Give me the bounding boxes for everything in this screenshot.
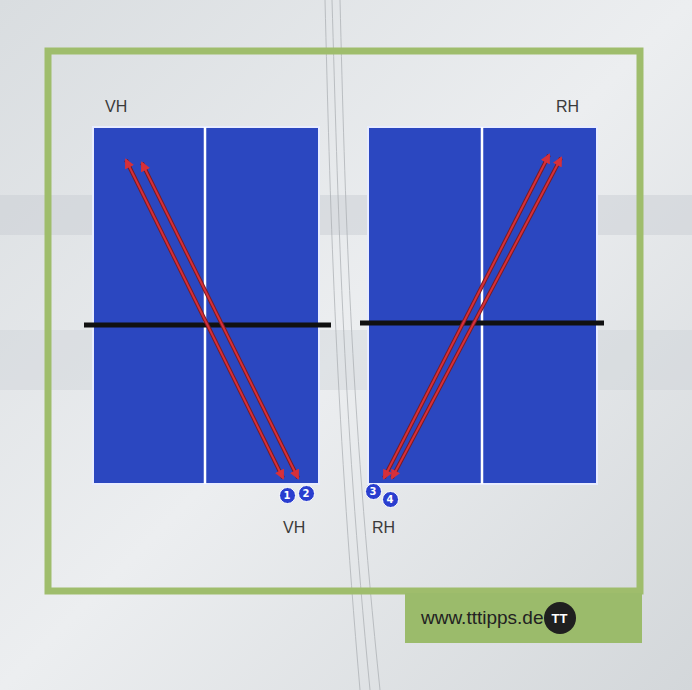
callout-number: 4 bbox=[387, 494, 394, 505]
table-half bbox=[93, 127, 319, 484]
side-label: VH bbox=[283, 519, 305, 537]
ball-path bbox=[126, 155, 561, 478]
logo-circle: TT bbox=[544, 602, 576, 634]
callout-circle: 4 bbox=[382, 491, 399, 508]
url-band: www.tttipps.de TT bbox=[405, 593, 642, 643]
url-text: www.tttipps.de bbox=[421, 607, 544, 629]
logo-text: TT bbox=[552, 611, 568, 626]
side-label: RH bbox=[556, 98, 579, 116]
side-label: RH bbox=[372, 519, 395, 537]
side-label: VH bbox=[105, 98, 127, 116]
table-half bbox=[368, 127, 597, 484]
callout-number: 3 bbox=[370, 486, 377, 497]
ball-path-outline bbox=[126, 155, 561, 478]
frame bbox=[48, 51, 640, 591]
callout-circle: 2 bbox=[298, 485, 315, 502]
callout-circle: 1 bbox=[279, 487, 296, 504]
callout-circle: 3 bbox=[365, 483, 382, 500]
callout-number: 2 bbox=[303, 488, 310, 499]
center-line bbox=[204, 127, 207, 484]
callout-number: 1 bbox=[284, 490, 291, 501]
net-line bbox=[360, 321, 604, 326]
